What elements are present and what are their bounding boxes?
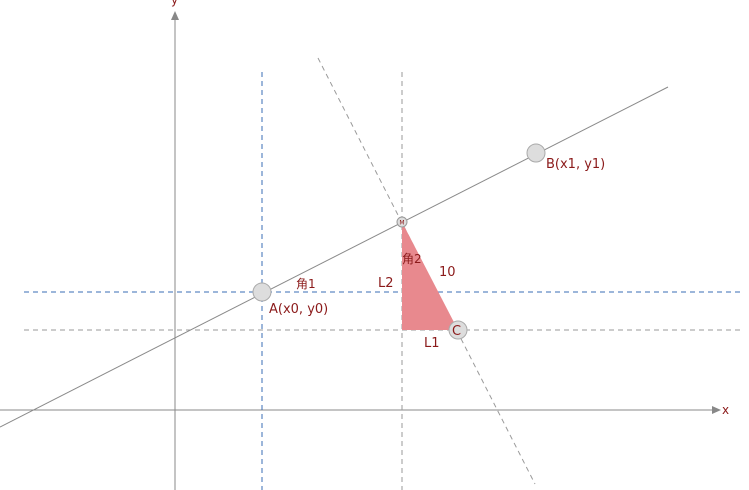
right-triangle — [402, 222, 458, 330]
side-l2-label: L2 — [378, 276, 394, 291]
point-a-label: A(x0, y0) — [269, 302, 328, 317]
point-c-label: C — [452, 324, 461, 339]
point-m — [396, 216, 408, 228]
x-axis-label: x — [722, 403, 729, 417]
y-axis-label: y — [171, 0, 178, 7]
perpendicular-line-through-m-c — [317, 57, 536, 485]
angle-2-label: 角2 — [402, 252, 422, 266]
hypotenuse-length-label: 10 — [439, 265, 456, 280]
point-b — [526, 143, 546, 163]
line-ab — [0, 86, 669, 428]
point-a — [252, 282, 272, 302]
point-c — [448, 320, 468, 340]
point-m-label: M — [399, 220, 404, 227]
point-b-label: B(x1, y1) — [546, 157, 605, 172]
side-l1-label: L1 — [424, 336, 440, 351]
angle-1-label: 角1 — [296, 277, 316, 291]
